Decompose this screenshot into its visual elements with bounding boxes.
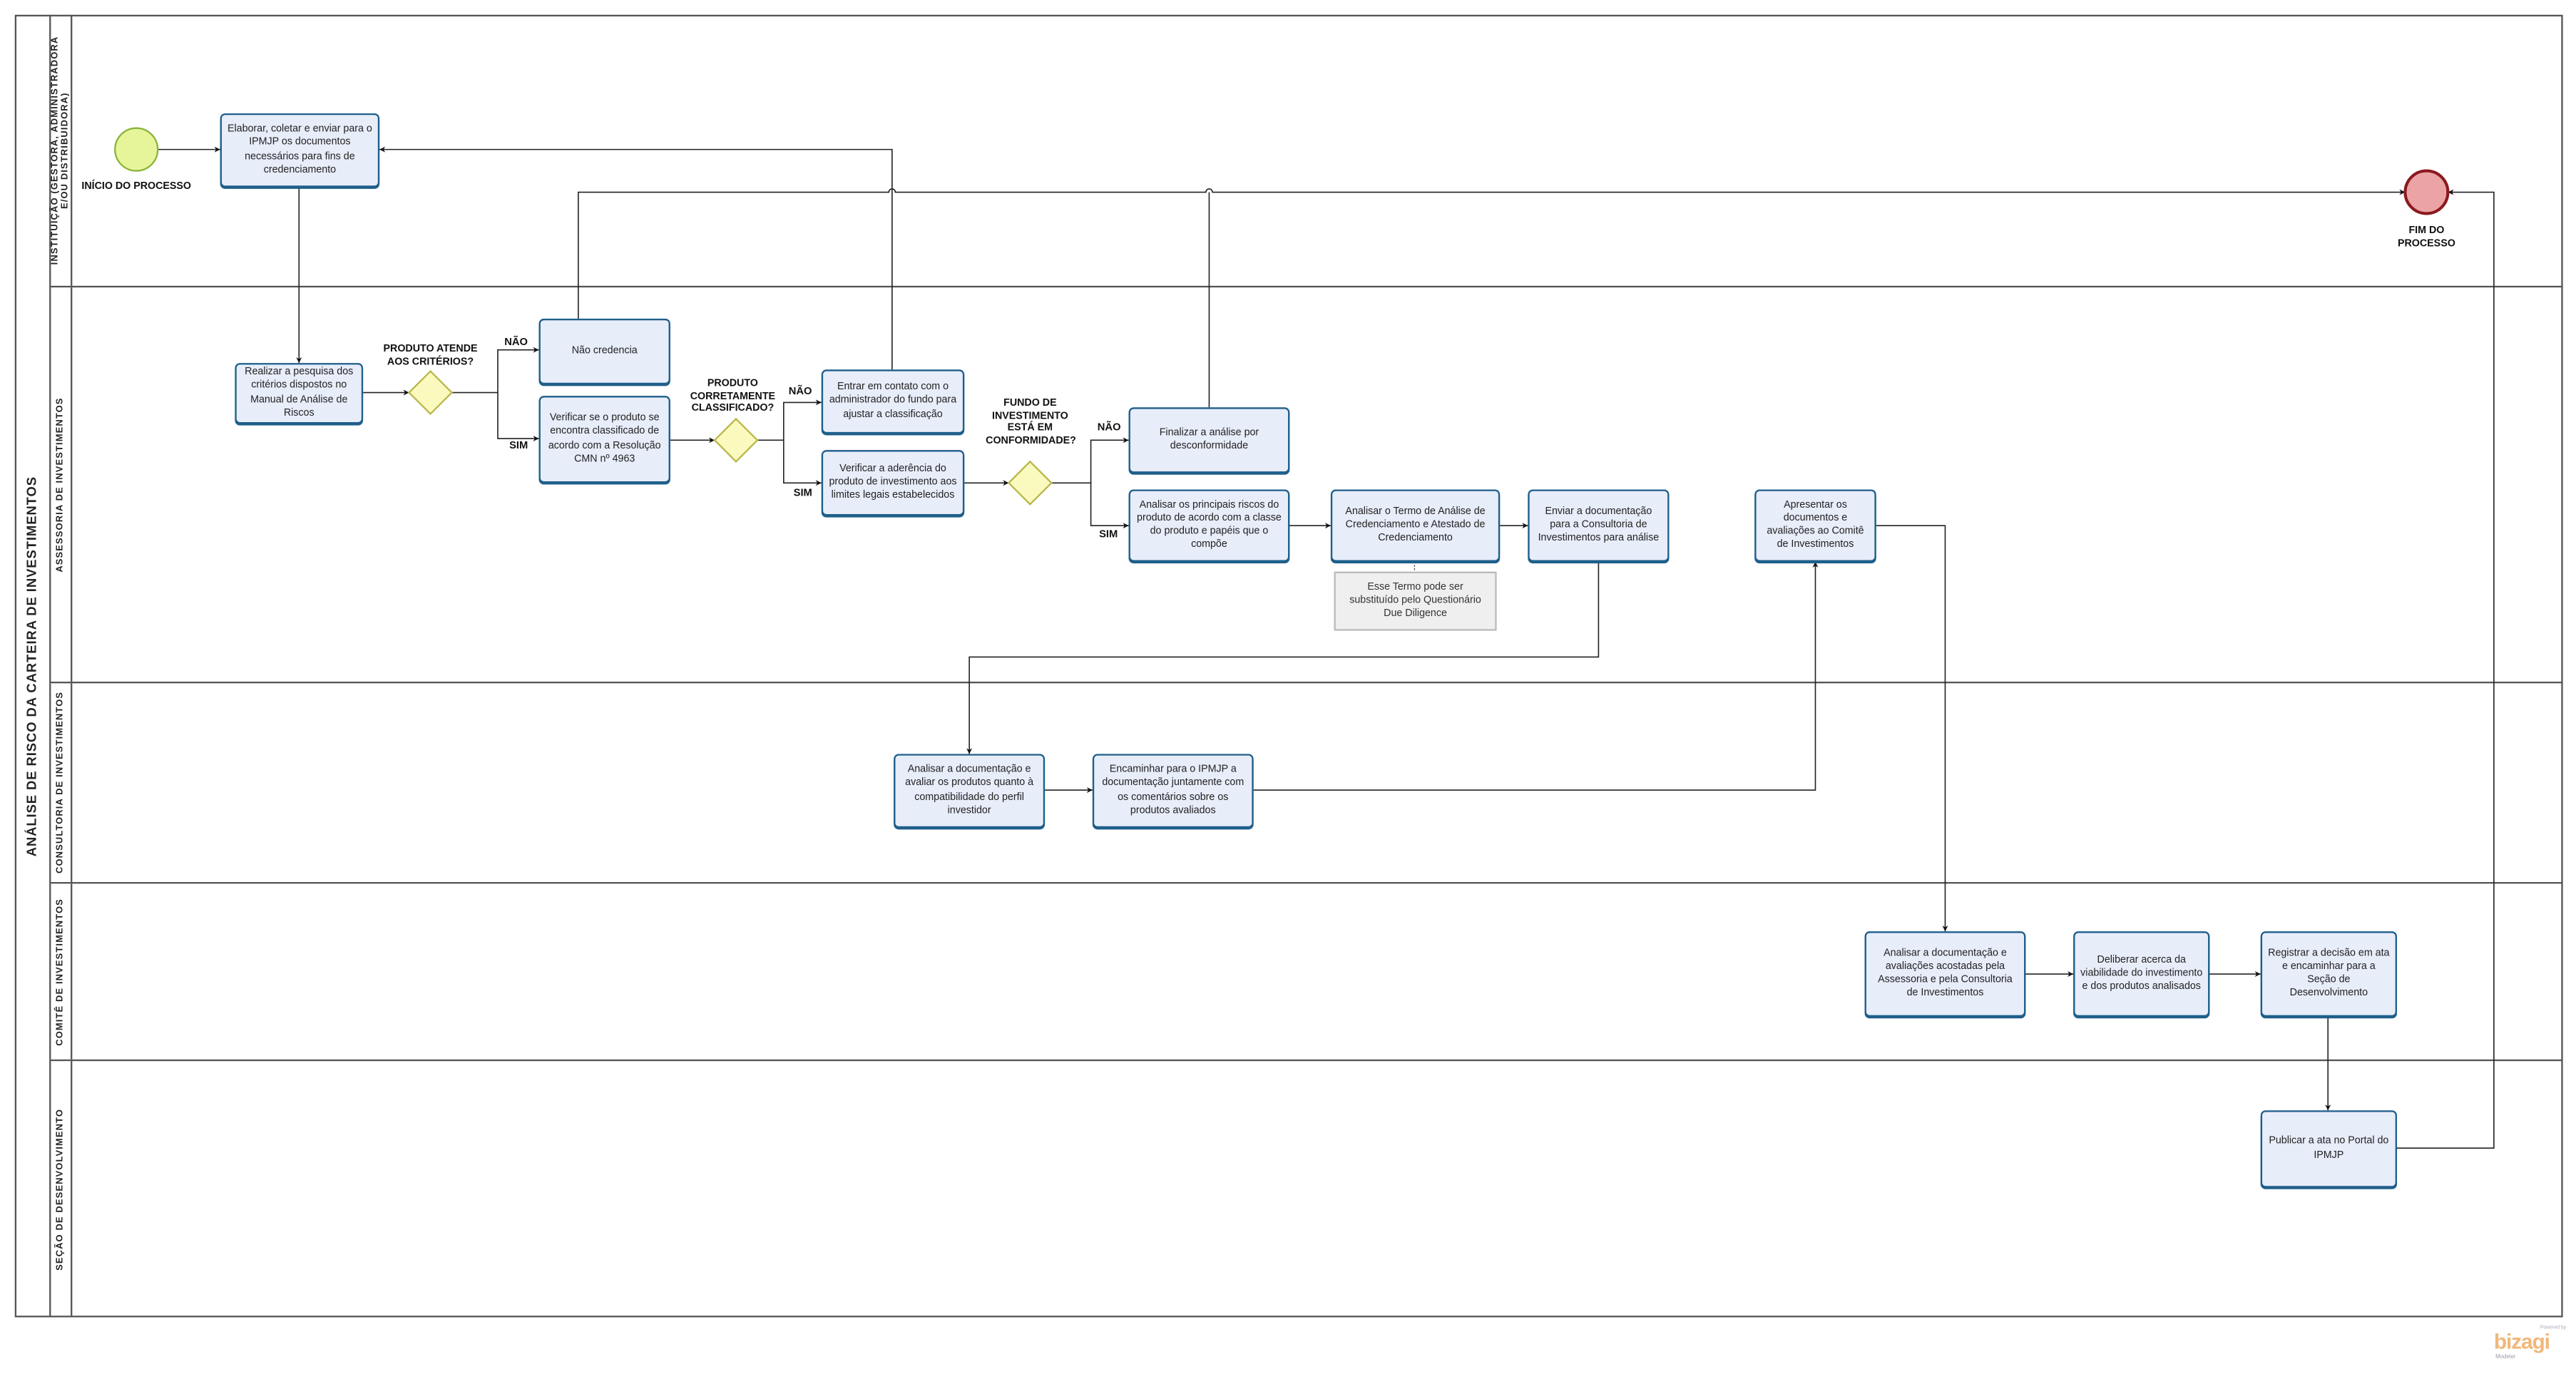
gateway-g2 (713, 417, 759, 463)
flow-enviar-consultoria (966, 561, 1600, 754)
gateway-g2-label: PRODUTO CORRETAMENTE CLASSIFICADO? (690, 377, 776, 414)
text-annotation: Esse Termo pode ser substituído pelo Que… (1334, 571, 1497, 631)
task-publicar-ata[interactable]: Publicar a ata no Portal do IPMJP (2260, 1110, 2397, 1188)
task-deliberar[interactable]: Deliberar acerca da viabilidade do inves… (2073, 931, 2210, 1017)
task-apresentar-comite[interactable]: Apresentar os documentos e avaliações ao… (1754, 489, 1876, 562)
start-event (114, 127, 159, 172)
bizagi-logo: Powered by bizagi Modeler (2490, 1324, 2570, 1377)
task-encaminhar-ipmjp[interactable]: Encaminhar para o IPMJP a documentação j… (1092, 754, 1254, 829)
flow-g1-nao (451, 347, 539, 394)
task-verificar-aderencia[interactable]: Verificar a aderência do produto de inve… (821, 450, 965, 516)
task-enviar-documentacao[interactable]: Enviar a documentação para a Consultoria… (1528, 489, 1670, 562)
task-nao-credencia[interactable]: Não credencia (538, 318, 670, 385)
flow-label-nao: NÃO (504, 337, 528, 349)
flow-label-nao: NÃO (1097, 422, 1121, 434)
task-realizar-pesquisa[interactable]: Realizar a pesquisa dos critérios dispos… (235, 363, 364, 424)
lane-comite: COMITÊ DE INVESTIMENTOS (49, 882, 2563, 1060)
flow-encaminhar-apresentar (1253, 561, 1819, 791)
flow-label-sim: SIM (1099, 528, 1118, 540)
lane-assessoria: ASSESSORIA DE INVESTIMENTOS (49, 285, 2563, 682)
task-registrar-decisao[interactable]: Registrar a decisão em ata e encaminhar … (2260, 931, 2397, 1017)
flow-entrar-elaborar (379, 146, 893, 370)
flow-g3-nao (1051, 437, 1129, 484)
gateway-g3-label: FUNDO DE INVESTIMENTO ESTÁ EM CONFORMIDA… (986, 397, 1076, 447)
lane-header: COMITÊ DE INVESTIMENTOS (49, 883, 73, 1060)
end-event (2403, 169, 2450, 215)
task-verificar-classificacao[interactable]: Verificar se o produto se encontra class… (538, 396, 670, 483)
lane-consultoria: CONSULTORIA DE INVESTIMENTOS (49, 681, 2563, 883)
flow-apresentar-comite (1876, 525, 1948, 932)
task-analisar-documentacao-consultoria[interactable]: Analisar a documentação e avaliar os pro… (894, 754, 1046, 829)
task-analisar-termo[interactable]: Analisar o Termo de Análise de Credencia… (1330, 489, 1501, 562)
logo-brand: bizagi (2493, 1328, 2550, 1354)
flow-publicar-end (2396, 189, 2495, 1149)
start-event-label: INÍCIO DO PROCESSO (81, 180, 192, 193)
gateway-g1-label: PRODUTO ATENDE AOS CRITÉRIOS? (383, 343, 478, 368)
task-entrar-contato[interactable]: Entrar em contato com o administrador do… (821, 369, 965, 434)
lane-header: ASSESSORIA DE INVESTIMENTOS (49, 287, 73, 682)
task-analisar-documentacao-comite[interactable]: Analisar a documentação e avaliações aco… (1864, 931, 2026, 1017)
flow-label-nao: NÃO (788, 386, 812, 398)
flow-naocredencia-end (578, 188, 2406, 319)
flow-label-sim: SIM (509, 440, 528, 452)
task-analisar-riscos[interactable]: Analisar os principais riscos do produto… (1128, 489, 1290, 562)
logo-product: Modeler (2495, 1353, 2516, 1360)
task-elaborar-documentos[interactable]: Elaborar, coletar e enviar para o IPMJP … (220, 113, 380, 188)
flow-g3-sim (1090, 483, 1129, 529)
lane-header: CONSULTORIA DE INVESTIMENTOS (49, 683, 73, 883)
lane-secao: SEÇÃO DE DESENVOLVIMENTO (49, 1059, 2563, 1318)
pool (14, 14, 2563, 1318)
flow-g1-sim (497, 392, 539, 442)
gateway-g1 (407, 369, 454, 416)
gateway-g3 (1007, 460, 1053, 506)
end-event-label: FIM DO PROCESSO (2397, 225, 2455, 250)
flow-label-sim: SIM (793, 488, 812, 500)
task-finalizar-analise[interactable]: Finalizar a análise por desconformidade (1128, 407, 1290, 473)
flow-g2-sim (783, 440, 822, 486)
flow-g2-nao (757, 399, 822, 441)
logo-powered-by: Powered by (2540, 1323, 2567, 1331)
lane-header: SEÇÃO DE DESENVOLVIMENTO (49, 1061, 73, 1318)
